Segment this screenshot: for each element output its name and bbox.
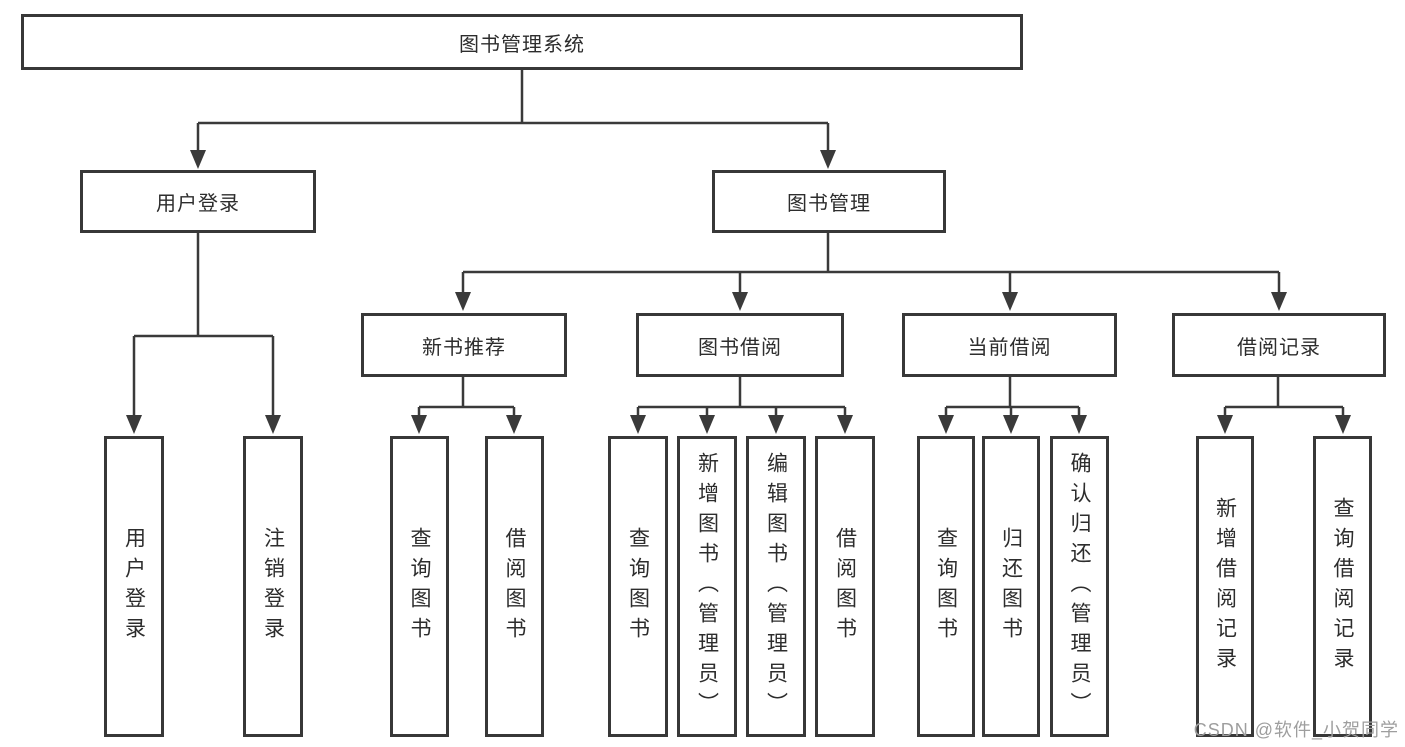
leaf-query-books-current-label: 查询图书 [934,526,958,647]
leaf-add-book-admin: 新增图书（管理员） [677,436,737,737]
node-current-borrowing-label: 当前借阅 [967,336,1052,359]
arrowhead-icon [1271,292,1287,311]
arrowhead-icon [768,415,784,434]
arrowhead-icon [265,415,281,434]
arrowhead-icon [1002,292,1018,311]
arrowhead-icon [411,415,427,434]
node-user-login-label: 用户登录 [156,193,240,215]
arrowhead-icon [938,415,954,434]
arrowhead-icon [820,150,836,169]
leaf-add-book-admin-label: 新增图书（管理员） [695,451,719,722]
leaf-add-borrow-record: 新增借阅记录 [1196,436,1254,737]
leaf-query-borrow-record: 查询借阅记录 [1313,436,1372,737]
leaf-logout: 注销登录 [243,436,303,737]
arrowhead-icon [837,415,853,434]
connector-current-borrowing-children [938,377,1087,434]
leaf-borrow-books-borrowing: 借阅图书 [815,436,875,737]
node-book-management: 图书管理 [712,170,946,233]
leaf-query-books-recommend-label: 查询图书 [408,526,431,647]
node-borrowing-records-label: 借阅记录 [1237,336,1321,359]
arrowhead-icon [1217,415,1233,434]
leaf-borrow-books-recommend: 借阅图书 [485,436,544,737]
leaf-query-books-current: 查询图书 [917,436,975,737]
node-borrowing-records: 借阅记录 [1172,313,1386,377]
leaf-borrow-books-borrowing-label: 借阅图书 [833,526,857,647]
node-user-login: 用户登录 [80,170,316,233]
node-library-system: 图书管理系统 [21,14,1023,70]
node-library-system-label: 图书管理系统 [459,33,585,56]
node-new-book-recommend-label: 新书推荐 [422,336,506,359]
leaf-query-books-recommend: 查询图书 [390,436,449,737]
arrowhead-icon [1335,415,1351,434]
leaf-query-borrow-record-label: 查询借阅记录 [1331,496,1354,677]
leaf-edit-book-admin-label: 编辑图书（管理员） [764,451,788,722]
node-book-management-label: 图书管理 [787,193,871,215]
leaf-confirm-return-admin: 确认归还（管理员） [1050,436,1109,737]
connector-borrowing-records-children [1217,377,1351,434]
node-current-borrowing: 当前借阅 [902,313,1117,377]
leaf-edit-book-admin: 编辑图书（管理员） [746,436,806,737]
leaf-return-books: 归还图书 [982,436,1040,737]
leaf-user-login: 用户登录 [104,436,164,737]
connector-root-to-level2 [190,70,836,169]
arrowhead-icon [126,415,142,434]
leaf-query-books-borrowing-label: 查询图书 [626,526,650,647]
leaf-logout-label: 注销登录 [261,526,285,647]
arrowhead-icon [1071,415,1087,434]
arrowhead-icon [630,415,646,434]
arrowhead-icon [732,292,748,311]
leaf-add-borrow-record-label: 新增借阅记录 [1213,496,1237,677]
leaf-query-books-borrowing: 查询图书 [608,436,668,737]
node-book-borrowing-label: 图书借阅 [698,336,782,359]
arrowhead-icon [506,415,522,434]
connector-book-borrowing-children [630,377,853,434]
arrowhead-icon [455,292,471,311]
node-book-borrowing: 图书借阅 [636,313,844,377]
arrowhead-icon [190,150,206,169]
leaf-borrow-books-recommend-label: 借阅图书 [503,526,526,647]
arrowhead-icon [699,415,715,434]
connector-new-book-children [411,377,522,434]
csdn-watermark: CSDN @软件_小贺同学 [1193,720,1399,740]
arrowhead-icon [1003,415,1019,434]
connector-book-management-children [455,233,1287,311]
connector-user-login-children [126,233,281,434]
node-new-book-recommend: 新书推荐 [361,313,567,377]
leaf-user-login-label: 用户登录 [122,526,146,647]
leaf-return-books-label: 归还图书 [999,526,1023,647]
leaf-confirm-return-admin-label: 确认归还（管理员） [1068,451,1091,722]
